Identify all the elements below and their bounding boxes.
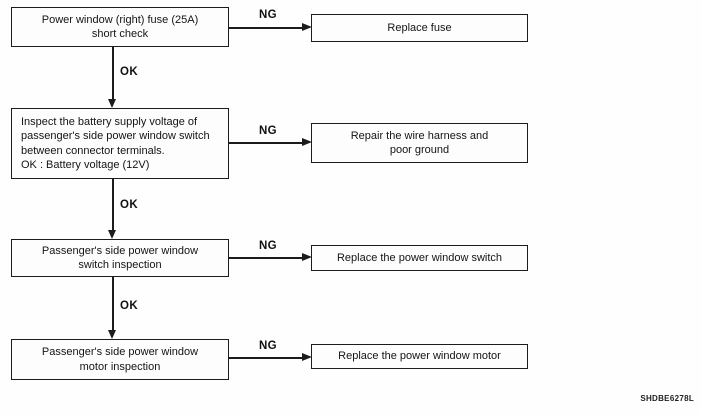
ng-label: NG xyxy=(258,125,278,137)
result-box-replace-switch: Replace the power window switch xyxy=(311,245,528,271)
ng-connector-line xyxy=(229,257,303,259)
step-box-switch-inspection: Passenger's side power window switch ins… xyxy=(11,239,229,277)
arrowhead-right-icon xyxy=(302,138,312,146)
step-box-fuse-short-check: Power window (right) fuse (25A) short ch… xyxy=(11,7,229,47)
ok-label: OK xyxy=(120,300,139,312)
ok-connector-line xyxy=(112,47,114,100)
step-box-battery-voltage-inspection: Inspect the battery supply voltage of pa… xyxy=(11,108,229,179)
ng-label: NG xyxy=(258,340,278,352)
arrowhead-right-icon xyxy=(302,353,312,361)
ng-connector-line xyxy=(229,142,303,144)
result-box-replace-fuse: Replace fuse xyxy=(311,14,528,42)
arrowhead-down-icon xyxy=(108,330,116,339)
result-box-repair-wire-harness: Repair the wire harness and poor ground xyxy=(311,123,528,163)
step-box-motor-inspection: Passenger's side power window motor insp… xyxy=(11,339,229,380)
figure-code: SHDBE6278L xyxy=(640,394,694,403)
result-box-replace-motor: Replace the power window motor xyxy=(311,344,528,369)
ng-connector-line xyxy=(229,357,303,359)
ng-label: NG xyxy=(258,240,278,252)
ok-label: OK xyxy=(120,199,139,211)
ok-connector-line xyxy=(112,179,114,231)
arrowhead-right-icon xyxy=(302,23,312,31)
arrowhead-right-icon xyxy=(302,253,312,261)
arrowhead-down-icon xyxy=(108,230,116,239)
ok-connector-line xyxy=(112,277,114,331)
ok-label: OK xyxy=(120,66,139,78)
ng-connector-line xyxy=(229,27,303,29)
arrowhead-down-icon xyxy=(108,99,116,108)
ng-label: NG xyxy=(258,9,278,21)
